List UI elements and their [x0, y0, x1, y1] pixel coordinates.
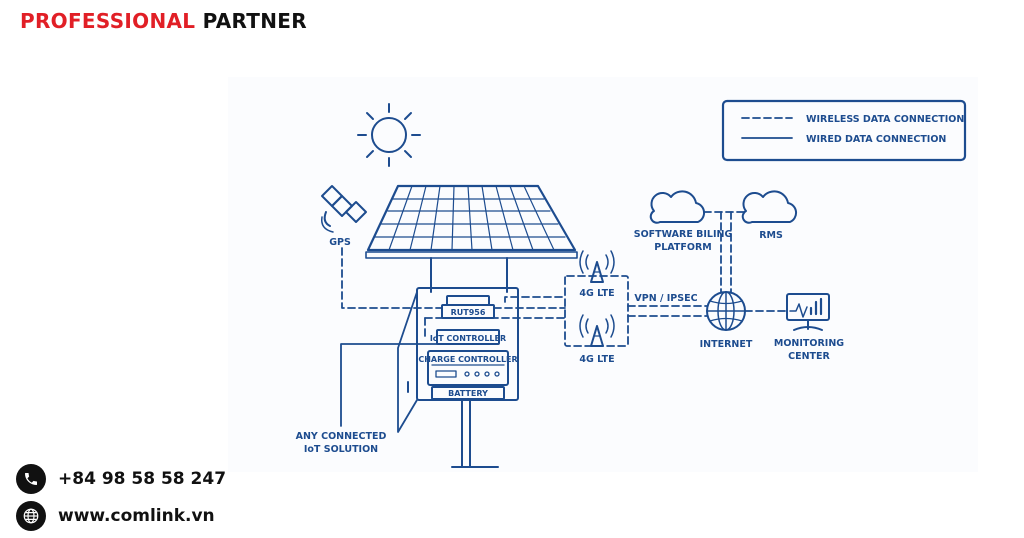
cloud-rms-icon — [741, 190, 798, 224]
software-label-line2: PLATFORM — [654, 242, 711, 253]
brand-highlight: PROFESSIONAL — [20, 9, 196, 33]
software-label-line1: SOFTWARE BILING — [634, 229, 733, 240]
router-label: RUT956 — [451, 308, 486, 317]
monitoring-label-line1: MONITORING — [774, 338, 844, 349]
iot-controller-label: IoT CONTROLLER — [430, 334, 506, 343]
battery-label: BATTERY — [448, 389, 488, 398]
legend-wireless-label: WIRELESS DATA CONNECTION — [806, 114, 964, 125]
brand-title: PROFESSIONAL PARTNER — [20, 9, 307, 33]
lte-tower-top-icon — [579, 250, 615, 283]
rms-label: RMS — [759, 230, 783, 241]
wired-connections — [340, 137, 793, 427]
phone-icon — [16, 464, 46, 494]
lte-tower-bottom-icon — [579, 314, 615, 347]
diagram-background — [228, 77, 978, 472]
lte-top-label: 4G LTE — [579, 288, 614, 299]
phone-number: +84 98 58 58 247 — [58, 469, 227, 489]
lte-bottom-label: 4G LTE — [579, 354, 614, 365]
support-pole — [451, 399, 499, 468]
website-contact: www.comlink.vn — [16, 501, 215, 531]
legend-box — [721, 99, 967, 162]
wireless-connections — [341, 117, 793, 347]
monitoring-label-line2: CENTER — [788, 351, 830, 362]
phone-contact: +84 98 58 58 247 — [16, 464, 226, 494]
charge-controller-box — [427, 350, 509, 386]
internet-label: INTERNET — [700, 339, 753, 350]
router-device — [441, 295, 495, 319]
gps-label: GPS — [329, 237, 351, 248]
solar-panel-icon — [365, 184, 578, 259]
battery-box — [431, 386, 505, 400]
monitor-icon — [786, 293, 830, 331]
any-connected-label-line2: IoT SOLUTION — [304, 444, 378, 455]
vpn-label: VPN / IPSEC — [634, 293, 697, 304]
charge-controller-label: CHARGE CONTROLLER — [418, 355, 517, 364]
satellite-icon — [320, 185, 367, 233]
iot-controller-box — [436, 329, 500, 345]
globe-icon — [16, 501, 46, 531]
sun-icon — [357, 103, 421, 167]
website-link[interactable]: www.comlink.vn — [58, 506, 215, 526]
brand-rest: PARTNER — [202, 9, 307, 33]
any-connected-label-line1: ANY CONNECTED — [296, 431, 387, 442]
cloud-software-icon — [649, 190, 706, 224]
legend-wired-label: WIRED DATA CONNECTION — [806, 134, 946, 145]
globe-icon — [706, 291, 746, 331]
